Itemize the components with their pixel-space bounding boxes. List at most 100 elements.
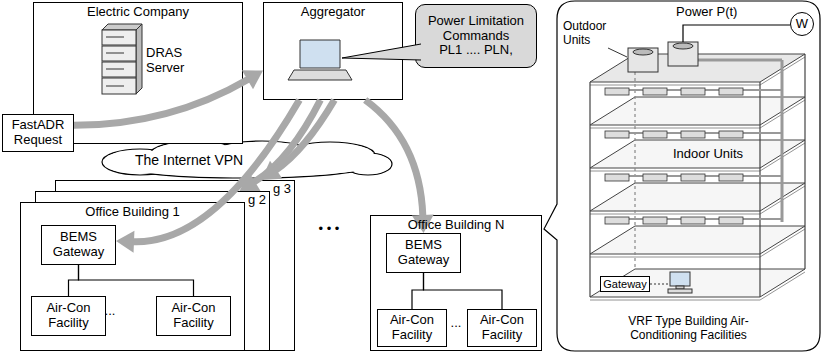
facility-box: Air-Con Facility [156,296,231,336]
leader-line [608,48,627,57]
connector [261,100,334,180]
outdoor-unit-part [628,48,658,72]
node-title: Office Building 1 [85,205,179,220]
node-title: Aggregator [301,5,365,20]
callout-panel [544,1,820,351]
building-posts-part [759,82,760,297]
server-icon-part [106,69,124,70]
indoor-unit [681,88,705,95]
indoor-unit [719,88,743,95]
indoor-unit [605,88,629,95]
node-title: BEMS Gateway [391,238,456,268]
connector [79,265,194,296]
command-arrow [133,100,299,242]
building-posts-part [634,54,635,269]
facility-box: Air-Con Facility [31,296,106,336]
server-icon-part [106,86,124,87]
part-label: Indoor Units [668,147,748,162]
ellipsis: ... [88,304,132,319]
node-title: Gateway [603,278,646,291]
node-title: FastADR Request [7,118,69,148]
outdoor-unit-part [633,49,653,55]
indoor-unit [719,174,743,181]
building-floors [590,54,805,300]
connector [74,70,263,125]
network-line [69,265,79,296]
meter-circle: W [790,12,814,36]
connector [424,273,503,309]
node-title: W [796,17,808,32]
indoor-unit [681,131,705,138]
outdoor-unit-part [668,42,698,66]
indoor-unit [681,174,705,181]
network-line [412,273,424,309]
computer-icon-part [668,289,692,293]
indoor-unit [719,131,743,138]
indoor-unit [719,217,743,224]
node-title: g 2 [248,193,266,208]
node-title: g 3 [273,182,291,197]
indoor-unit [643,131,667,138]
server-icon-part [106,53,124,54]
laptop-icon-part [288,70,352,80]
node-body: PL1 .... PLN, [439,43,513,58]
connector [412,273,424,309]
computer-icon [650,272,692,293]
network-line [79,265,194,296]
indoor-unit [605,217,629,224]
command-arrow [74,79,248,125]
node-title: Electric Company [87,5,189,20]
server-label: DRAS Server [146,46,200,76]
connector [69,265,79,296]
detail-panel: VRF Type Building Air-Conditioning Facil… [557,1,820,351]
command-arrow [365,100,423,216]
request-box: FastADR Request [2,114,74,152]
node-title: Air-Con Facility [472,313,532,343]
callout-tail [342,44,421,60]
indoor-unit [605,131,629,138]
indoor-unit [605,174,629,181]
indoor-units [605,88,782,224]
gateway-box: BEMS Gateway [386,233,461,273]
connector [116,100,299,253]
command-callout: Power Limitation CommandsPL1 .... PLN, [415,4,537,68]
indoor-unit [643,217,667,224]
server-icon-part [102,62,136,77]
floor-slab [590,269,805,297]
building-box: Office Building N BEMS GatewayAir-Con Fac… [370,215,542,351]
server-icon-part [136,24,142,94]
indoor-unit [643,88,667,95]
floor-slab [590,97,805,125]
slab-edge [590,143,805,171]
slab-edge [590,229,805,257]
laptop-icon [288,40,352,80]
power-wire [683,25,790,42]
slab-edge [590,100,805,128]
node-title: BEMS Gateway [46,230,111,260]
node-title: Air-Con Facility [36,301,101,331]
indoor-unit [643,174,667,181]
node-title: The Internet VPN [135,152,243,168]
node-title: Power Limitation Commands [420,14,532,44]
connector [365,100,434,233]
computer-icon-part [650,284,668,285]
node-title: Office Building N [408,218,505,233]
arrow-head [116,231,134,253]
network-line [424,273,503,309]
server-icon-part [102,78,136,94]
outdoor-unit [628,42,698,72]
gateway-box: BEMS Gateway [41,225,116,265]
ellipsis: ... [446,316,466,331]
node-title: Air-Con Facility [382,313,442,343]
refrigerant-riser [781,60,784,222]
refrigerant-pipe [698,59,782,62]
facility-box: Air-Con Facility [467,309,537,347]
slab-edge [590,186,805,214]
part-label: Outdoor Units [563,20,619,48]
connector [239,100,320,191]
building-box: Office Building 1 BEMS GatewayAir-Con Fac… [20,202,245,351]
node-title: VRF Type Building Air-Conditioning Facil… [609,315,769,343]
floor-slab [590,183,805,211]
